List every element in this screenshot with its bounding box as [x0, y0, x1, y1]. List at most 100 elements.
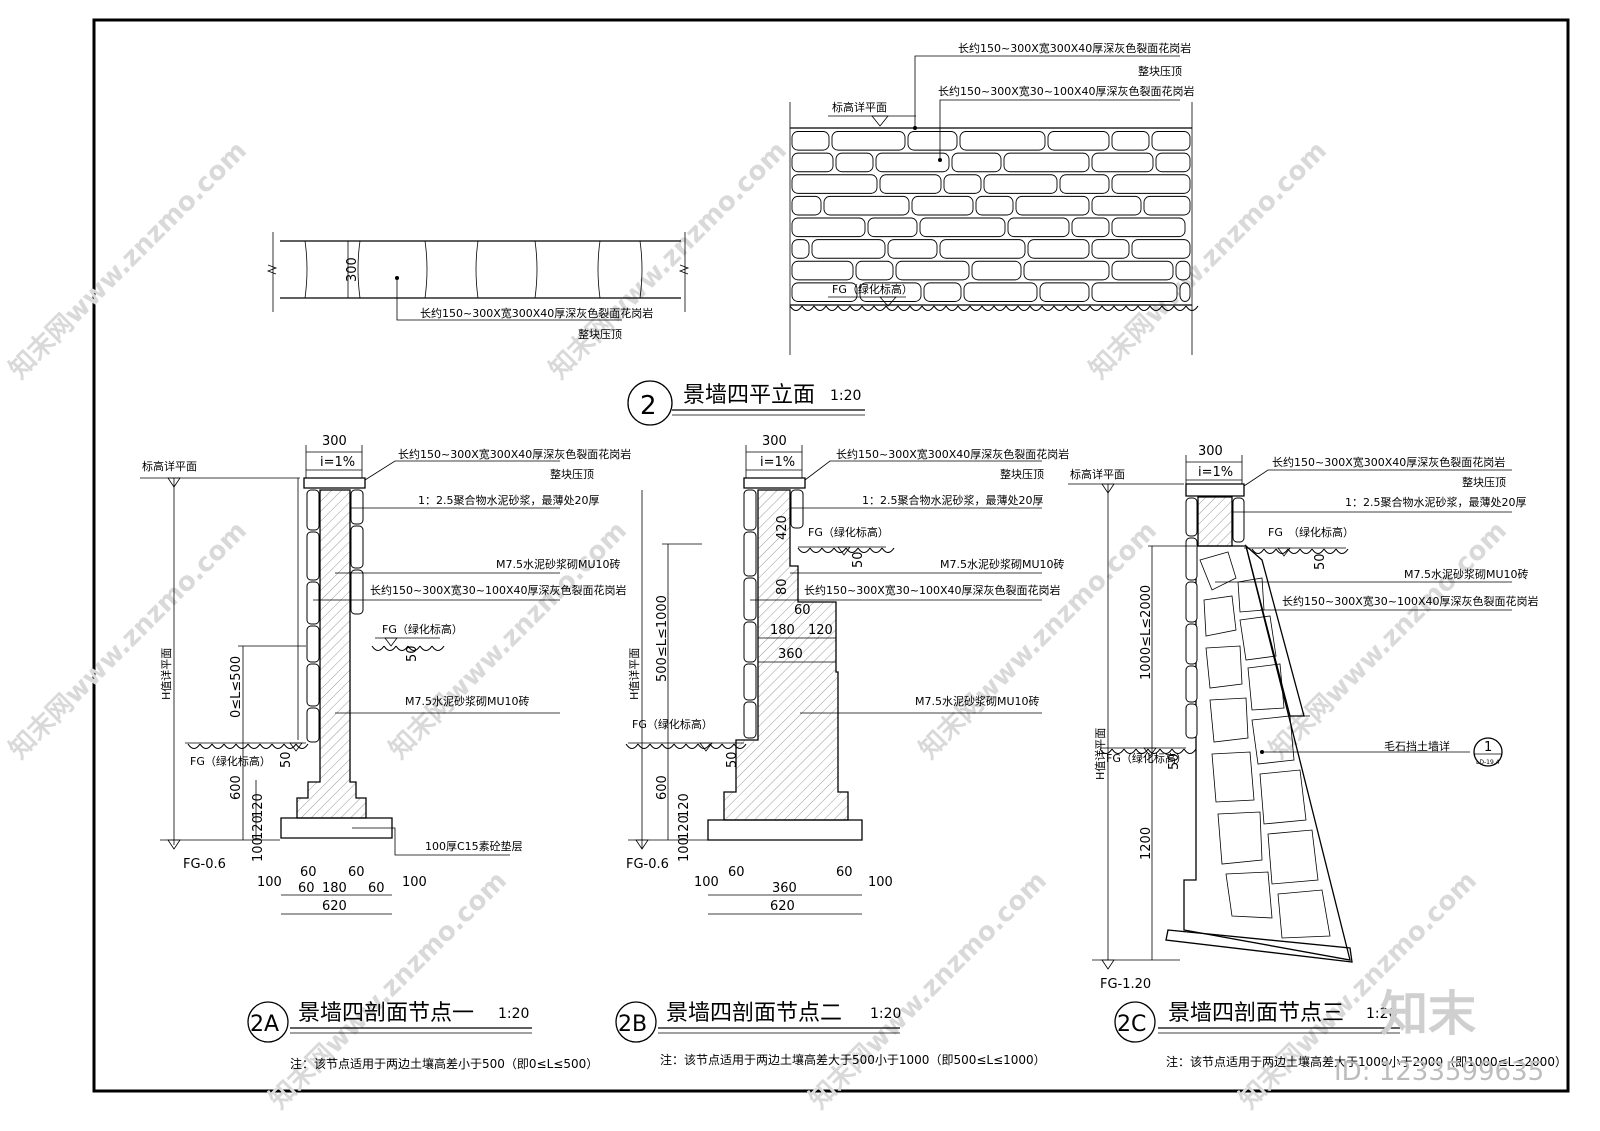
grass-tuft	[649, 743, 663, 750]
sc-range: 1000≤L≤2000	[1139, 585, 1154, 680]
grass-tuft	[383, 645, 397, 652]
sc-fg-left: FG（绿化标高）	[1106, 751, 1187, 765]
sa-dim-120b: 120	[251, 815, 266, 840]
sb-ann-cap2: 整块压顶	[1000, 467, 1044, 481]
sb-ann-brick2: M7.5水泥砂浆砌MU10砖	[915, 694, 1040, 708]
grass-tuft	[431, 645, 445, 652]
grass-tuft	[837, 305, 851, 312]
sa-title: 2A 景墙四剖面节点一 1:20 注：该节点适用于两边土壤高差小于500（即0≤…	[247, 1001, 598, 1071]
grass-tuft	[1251, 548, 1265, 555]
stone-block	[1039, 282, 1090, 302]
sc-dim-50l: 50	[1167, 753, 1182, 770]
stone-block	[1091, 239, 1130, 259]
stone-block	[1091, 152, 1154, 173]
stone-block	[1027, 239, 1090, 259]
sb-fg-left: FG（绿化标高）	[632, 717, 713, 731]
grass-tuft	[1287, 548, 1301, 555]
watermark: 知末网www.znzmo.com	[804, 866, 1053, 1115]
sb-dim-50r: 50	[851, 551, 866, 568]
grass-tuft	[1335, 548, 1349, 555]
grass-tuft	[223, 743, 237, 750]
stone-block	[907, 131, 958, 151]
sa-ann-cap1: 长约150~300X宽300X40厚深灰色裂面花岗岩	[398, 447, 631, 461]
grass-tuft	[419, 645, 433, 652]
sb-ann-mortar: 1：2.5聚合物水泥砂浆，最薄处20厚	[862, 493, 1044, 507]
sa-note: 注：该节点适用于两边土壤高差小于500（即0≤L≤500）	[290, 1056, 598, 1071]
sc-dim-50r: 50	[1313, 553, 1328, 570]
sc-cap-width: 300	[1198, 444, 1223, 459]
section-2b: 300 i=1% 长约150~300X宽300X40厚深灰色裂面花岗岩 整块压顶…	[615, 434, 1069, 1067]
grass-tuft	[1005, 305, 1019, 312]
stone-block	[1111, 131, 1150, 151]
sa-fg-right: FG（绿化标高）	[382, 622, 463, 636]
stone-block	[1175, 260, 1191, 281]
main-title: 2 景墙四平立面 1:20	[627, 380, 865, 426]
sb-tag: 2B	[618, 1012, 647, 1037]
grass-tuft	[789, 305, 803, 312]
grass-tuft	[861, 305, 875, 312]
stone-block	[1131, 239, 1191, 259]
section-2a: 300 i=1% 长约150~300X宽300X40厚深灰色裂面花岗岩 整块压顶…	[140, 434, 631, 1071]
stone-block	[1059, 174, 1110, 194]
grass-tuft	[247, 743, 261, 750]
grass-tuft	[259, 743, 273, 750]
grass-tuft	[813, 305, 827, 312]
stone-block	[1143, 195, 1191, 216]
grass-tuft	[1161, 305, 1175, 312]
grass-tuft	[1171, 748, 1185, 755]
stone-block	[1007, 217, 1070, 238]
brand-logo: 知末	[1380, 986, 1476, 1042]
sa-fg-left: FG（绿化标高）	[190, 754, 271, 768]
grass-tuft	[849, 305, 863, 312]
grass-tuft	[845, 547, 859, 554]
stone-block	[1023, 260, 1110, 281]
sa-bd-1: 60	[300, 865, 317, 880]
stone-block	[959, 131, 1046, 151]
grass-tuft	[1323, 548, 1337, 555]
grass-tuft	[821, 547, 835, 554]
main-title-scale: 1:20	[830, 388, 861, 404]
sb-dim-360: 360	[778, 647, 803, 662]
grass-tuft	[921, 305, 935, 312]
sb-slope: i=1%	[760, 455, 795, 470]
grass-tuft	[933, 305, 947, 312]
sa-total: 620	[322, 899, 347, 914]
grass-tuft	[1135, 748, 1149, 755]
stone-block	[835, 152, 874, 173]
sb-h-label: H值详平面	[627, 648, 641, 700]
grass-tuft	[1137, 305, 1151, 312]
stone-block	[939, 239, 1026, 259]
stone-block	[911, 195, 974, 216]
sb-bottom-dims: 100 60 360 60 100 620	[694, 865, 893, 915]
sa-h-label: H值详平面	[159, 648, 173, 700]
sa-dim-120a: 120	[251, 793, 266, 818]
stone-block	[923, 282, 962, 302]
stone-block	[791, 131, 830, 151]
grass-tuft	[1065, 305, 1079, 312]
sb-ann-cap1: 长约150~300X宽300X40厚深灰色裂面花岗岩	[836, 447, 1069, 461]
sa-level-label: 标高详平面	[142, 459, 197, 473]
grass-tuft	[1159, 748, 1173, 755]
sb-dim-420: 420	[775, 515, 790, 540]
watermark: 知末网www.znzmo.com	[4, 136, 253, 385]
watermark: 知末网www.znzmo.com	[1084, 136, 1333, 385]
sb-bd-1: 60	[728, 865, 745, 880]
grass-tuft	[1017, 305, 1031, 312]
plan-dim-300: 300	[345, 257, 360, 282]
sb-cap-width: 300	[762, 434, 787, 449]
sc-ann-cap1: 长约150~300X宽300X40厚深灰色裂面花岗岩	[1272, 455, 1505, 469]
sc-title-text: 景墙四剖面节点三	[1168, 1001, 1344, 1026]
grass-tuft	[295, 743, 309, 750]
sb-dim-80: 80	[775, 578, 790, 595]
stone-block	[811, 239, 886, 259]
stone-block	[791, 152, 834, 173]
grass-tuft	[211, 743, 225, 750]
grass-tuft	[1311, 548, 1325, 555]
sa-bd-3: 180	[322, 881, 347, 896]
stone-block	[971, 260, 1022, 281]
grass-tuft	[857, 547, 871, 554]
sb-dim-180: 180	[770, 623, 795, 638]
grass-tuft	[235, 743, 249, 750]
grass-tuft	[709, 743, 723, 750]
sa-bottom-dims: 100 60 60 180 60 60 100 620	[257, 865, 427, 915]
